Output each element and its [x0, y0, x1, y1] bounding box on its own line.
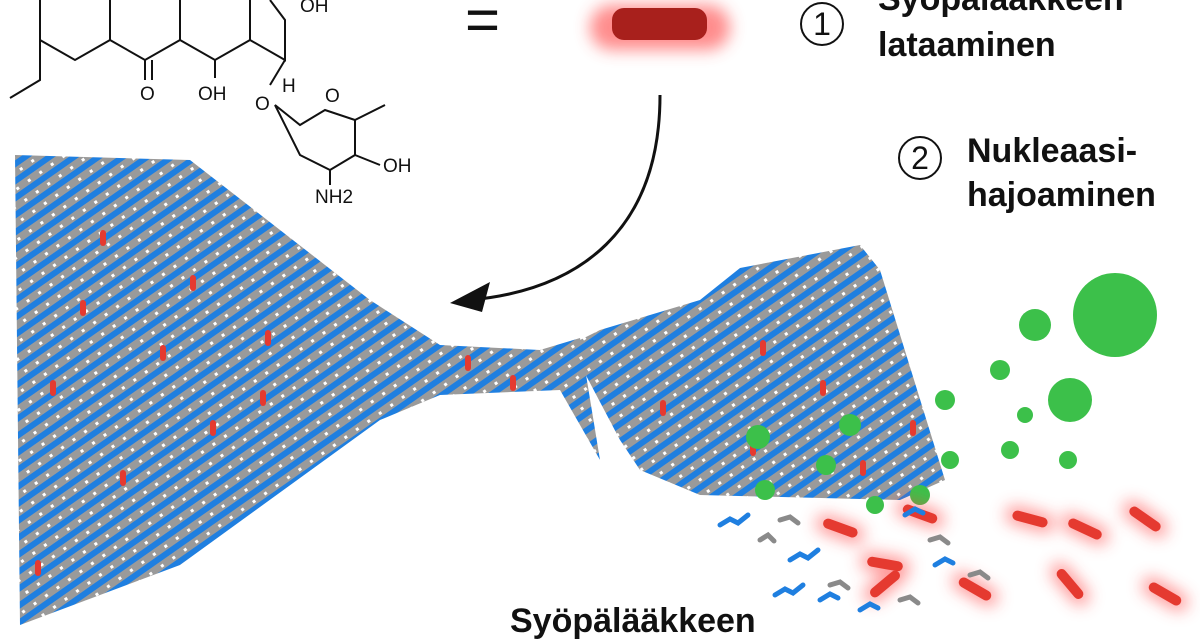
label-amine: NH2	[315, 187, 353, 208]
nuclease-enzymes	[746, 273, 1157, 514]
dna-fragments	[717, 506, 991, 613]
label-h: H	[282, 76, 296, 97]
dna-origami-degrading	[570, 245, 945, 500]
loading-arrow	[469, 94, 662, 302]
step-2-label-line2: hajoaminen	[967, 176, 1156, 214]
released-drugs	[815, 499, 1188, 611]
step-1-label-line1: Syöpälääkkeen	[878, 0, 1124, 18]
step-2-label-line1: Nukleaasi-	[967, 132, 1138, 170]
equals-sign: =	[465, 0, 500, 53]
step-1-number: 1	[800, 2, 844, 46]
label-sugar-oh: OH	[383, 156, 412, 177]
label-ether-o: O	[255, 94, 270, 115]
doxorubicin-structure	[9, 0, 386, 185]
step-1-label-line2: lataaminen	[878, 26, 1056, 64]
label-oh-top: OH	[300, 0, 329, 17]
label-sugar-o: O	[325, 86, 340, 107]
step-2-number: 2	[898, 136, 942, 180]
dna-origami-loaded	[15, 155, 600, 625]
label-oh-ring: OH	[198, 84, 227, 105]
drug-molecule-icon	[612, 8, 707, 40]
arrow-head-icon	[450, 282, 490, 312]
bottom-label: Syöpälääkkeen	[510, 602, 756, 640]
label-carbonyl-o: O	[140, 84, 155, 105]
